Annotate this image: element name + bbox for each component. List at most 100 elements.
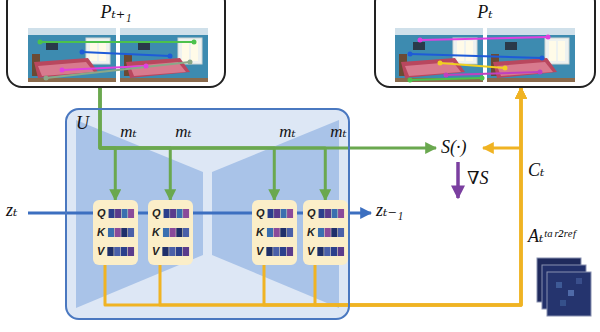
match-dot — [44, 76, 49, 81]
attention-map — [547, 272, 591, 316]
attention-cell — [576, 278, 582, 284]
matrix-cell — [109, 209, 115, 218]
match-line — [420, 37, 548, 40]
match-dot — [503, 66, 508, 71]
matrix-cell — [332, 209, 338, 218]
matrix-cell — [176, 228, 182, 237]
matrix-cell — [325, 228, 331, 237]
attention-block: QKV — [148, 200, 193, 265]
match-dot — [168, 54, 173, 59]
match-dot — [418, 38, 423, 43]
matrix-cell — [331, 228, 337, 237]
matrix-cell — [115, 209, 121, 218]
matrix-cell — [183, 247, 189, 256]
mask-arrow — [100, 88, 274, 200]
correspondence-lines — [40, 42, 194, 78]
matrix-cell — [319, 209, 325, 218]
matrix-cell — [122, 209, 128, 218]
matrix-name: K — [152, 223, 160, 242]
matrix-cell — [266, 247, 272, 256]
gradient-arrow — [456, 162, 460, 198]
matrix-cell — [183, 228, 189, 237]
match-line — [82, 52, 170, 56]
match-dots — [38, 40, 197, 81]
attention-block: QKV — [303, 200, 348, 265]
input-latent-label: zₜ — [6, 200, 17, 221]
matrix-cell — [128, 247, 134, 256]
matrix-cell — [317, 247, 323, 256]
unet-box: UQKVQKVQKVQKV — [65, 108, 350, 320]
matrix-cell — [121, 247, 127, 256]
match-line — [40, 41, 194, 43]
match-dot — [188, 60, 193, 65]
photo-pair-box: Pₜ₊₁ — [6, 0, 226, 88]
matrix-cell — [128, 209, 134, 218]
score-function-label: S(·) — [441, 137, 467, 158]
match-line — [410, 78, 482, 80]
matrix-name: K — [307, 223, 315, 242]
gradient-label: ∇S — [467, 168, 489, 189]
node-title: Pₜ — [477, 2, 492, 23]
matrix-cell — [274, 228, 280, 237]
match-dot — [480, 76, 485, 81]
match-dot — [546, 35, 551, 40]
matrix-name: K — [256, 223, 264, 242]
photo-pair-box: Pₜ — [374, 0, 596, 88]
match-line — [410, 54, 542, 58]
matrix-cell — [107, 247, 113, 256]
photo — [28, 28, 116, 82]
match-dot — [438, 61, 443, 66]
correspondence-arrow — [105, 88, 521, 305]
matrix-cell — [338, 228, 344, 237]
matrix-cell — [163, 228, 169, 237]
attention-cell — [556, 282, 562, 288]
correspondence-label: Cₜ — [528, 160, 544, 181]
matrix-cell — [176, 247, 182, 256]
mask-arrow — [100, 88, 325, 200]
attention-map-label: Aₜᵗᵃʳ²ʳᵉᶠ — [528, 226, 575, 247]
matrix-cell — [169, 247, 175, 256]
matrix-cell — [267, 228, 273, 237]
attention-cell — [560, 300, 566, 306]
matrix-name: V — [256, 242, 263, 261]
node-title: Pₜ₊₁ — [100, 2, 131, 23]
node-title: U — [76, 113, 89, 134]
matrix-name: Q — [256, 204, 265, 223]
matrix-cell — [287, 228, 293, 237]
matrix-cell — [338, 209, 344, 218]
matrix-cell — [287, 209, 293, 218]
matrix-cell — [274, 209, 280, 218]
match-dot — [408, 52, 413, 57]
attention-map-stack — [537, 258, 591, 316]
match-dot — [538, 70, 543, 75]
attention-cell — [568, 290, 574, 296]
match-dot — [192, 40, 197, 45]
matrix-cell — [268, 209, 274, 218]
edge-label: mₜ — [279, 122, 295, 142]
mask-arrow — [100, 88, 170, 200]
matrix-name: V — [307, 242, 314, 261]
match-line — [446, 72, 540, 75]
matrix-name: Q — [307, 204, 316, 223]
matrix-cell — [128, 228, 134, 237]
matrix-cell — [325, 209, 331, 218]
attention-block: QKV — [93, 200, 138, 265]
matrix-name: Q — [97, 204, 106, 223]
matrix-name: K — [97, 223, 105, 242]
match-dots — [408, 35, 551, 83]
match-line — [440, 63, 505, 68]
output-latent-label: zₜ₋₁ — [376, 200, 403, 221]
matrix-cell — [177, 209, 183, 218]
matrix-cell — [318, 228, 324, 237]
match-dot — [80, 50, 85, 55]
matrix-cell — [324, 247, 330, 256]
matrix-cell — [114, 247, 120, 256]
matrix-cell — [162, 247, 168, 256]
matrix-cell — [115, 228, 121, 237]
edge-label: mₜ — [175, 122, 191, 142]
correspondence-arrow — [315, 88, 521, 305]
photo-pair — [28, 28, 208, 82]
correspondence-arrow — [160, 88, 521, 305]
